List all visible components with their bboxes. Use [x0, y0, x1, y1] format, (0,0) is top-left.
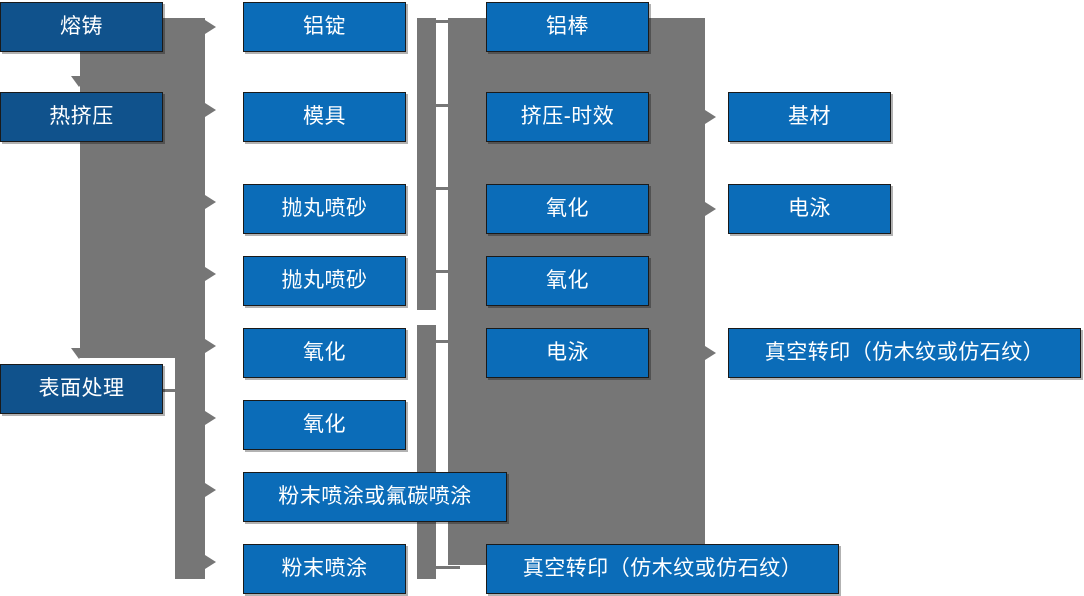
node-label: 挤压-时效	[520, 105, 615, 129]
node-op-6[interactable]: 氧化	[243, 400, 406, 450]
node-label: 热挤压	[49, 105, 114, 129]
arrow-to-op-5	[205, 339, 216, 353]
connector-tie-6	[426, 566, 460, 569]
arrow-down-to-surface-treatment	[71, 348, 87, 359]
arrow-to-op-3	[205, 195, 216, 209]
arrow-to-op-2	[205, 103, 216, 117]
node-op-5[interactable]: 氧化	[243, 328, 406, 378]
node-out-3[interactable]: 真空转印（仿木纹或仿石纹）	[728, 328, 1081, 378]
connector-tie-4	[426, 270, 460, 273]
arrow-down-melting-to-extrusion	[71, 76, 87, 87]
node-out-1[interactable]: 基材	[728, 92, 891, 142]
node-label: 真空转印（仿木纹或仿石纹）	[764, 341, 1045, 365]
connector-operations-spine-lower	[417, 325, 436, 579]
arrow-to-op-4	[205, 267, 216, 281]
node-label: 电泳	[788, 197, 831, 221]
node-label: 真空转印（仿木纹或仿石纹）	[522, 557, 803, 581]
arrow-to-op-8	[205, 555, 216, 569]
node-label: 抛丸喷砂	[281, 197, 368, 221]
node-label: 熔铸	[60, 15, 103, 39]
node-label: 粉末喷涂或氟碳喷涂	[278, 485, 472, 509]
node-label: 铝锭	[303, 15, 346, 39]
connector-stage-to-operations-upper	[80, 18, 205, 358]
connector-operations-spine-upper	[417, 18, 436, 310]
arrow-to-op-1	[205, 20, 216, 34]
arrow-to-op-6	[205, 411, 216, 425]
node-label: 抛丸喷砂	[281, 269, 368, 293]
node-pr-5[interactable]: 电泳	[486, 328, 649, 378]
node-label: 氧化	[546, 269, 589, 293]
node-op-7[interactable]: 粉末喷涂或氟碳喷涂	[243, 472, 507, 522]
node-pr-3[interactable]: 氧化	[486, 184, 649, 234]
node-label: 电泳	[546, 341, 589, 365]
node-pr-1[interactable]: 铝棒	[486, 2, 649, 52]
node-label: 基材	[788, 105, 831, 129]
node-out-2[interactable]: 电泳	[728, 184, 891, 234]
node-label: 模具	[303, 105, 346, 129]
node-label: 氧化	[546, 197, 589, 221]
node-label: 表面处理	[38, 377, 125, 401]
connector-tie-3	[426, 187, 460, 190]
connector-stage-to-operations-lower	[175, 358, 205, 579]
arrow-to-out-3	[705, 346, 716, 360]
node-op-3[interactable]: 抛丸喷砂	[243, 184, 406, 234]
node-pr-2[interactable]: 挤压-时效	[486, 92, 649, 142]
node-stage-1[interactable]: 熔铸	[0, 2, 163, 52]
arrow-to-out-1	[705, 110, 716, 124]
node-label: 粉末喷涂	[281, 557, 368, 581]
connector-stub-surface-treatment	[163, 389, 185, 392]
node-pr-4[interactable]: 氧化	[486, 256, 649, 306]
node-pr-6[interactable]: 真空转印（仿木纹或仿石纹）	[486, 544, 839, 594]
node-label: 氧化	[303, 413, 346, 437]
arrow-to-out-2	[705, 202, 716, 216]
connector-tie-5	[426, 340, 460, 343]
connector-tie-2	[426, 104, 460, 107]
node-op-4[interactable]: 抛丸喷砂	[243, 256, 406, 306]
node-op-8[interactable]: 粉末喷涂	[243, 544, 406, 594]
node-stage-3[interactable]: 表面处理	[0, 364, 163, 414]
arrow-to-op-7	[205, 483, 216, 497]
node-label: 氧化	[303, 341, 346, 365]
node-label: 铝棒	[546, 15, 589, 39]
node-stage-2[interactable]: 热挤压	[0, 92, 163, 142]
node-op-1[interactable]: 铝锭	[243, 2, 406, 52]
connector-tie-1	[426, 20, 460, 23]
node-op-2[interactable]: 模具	[243, 92, 406, 142]
